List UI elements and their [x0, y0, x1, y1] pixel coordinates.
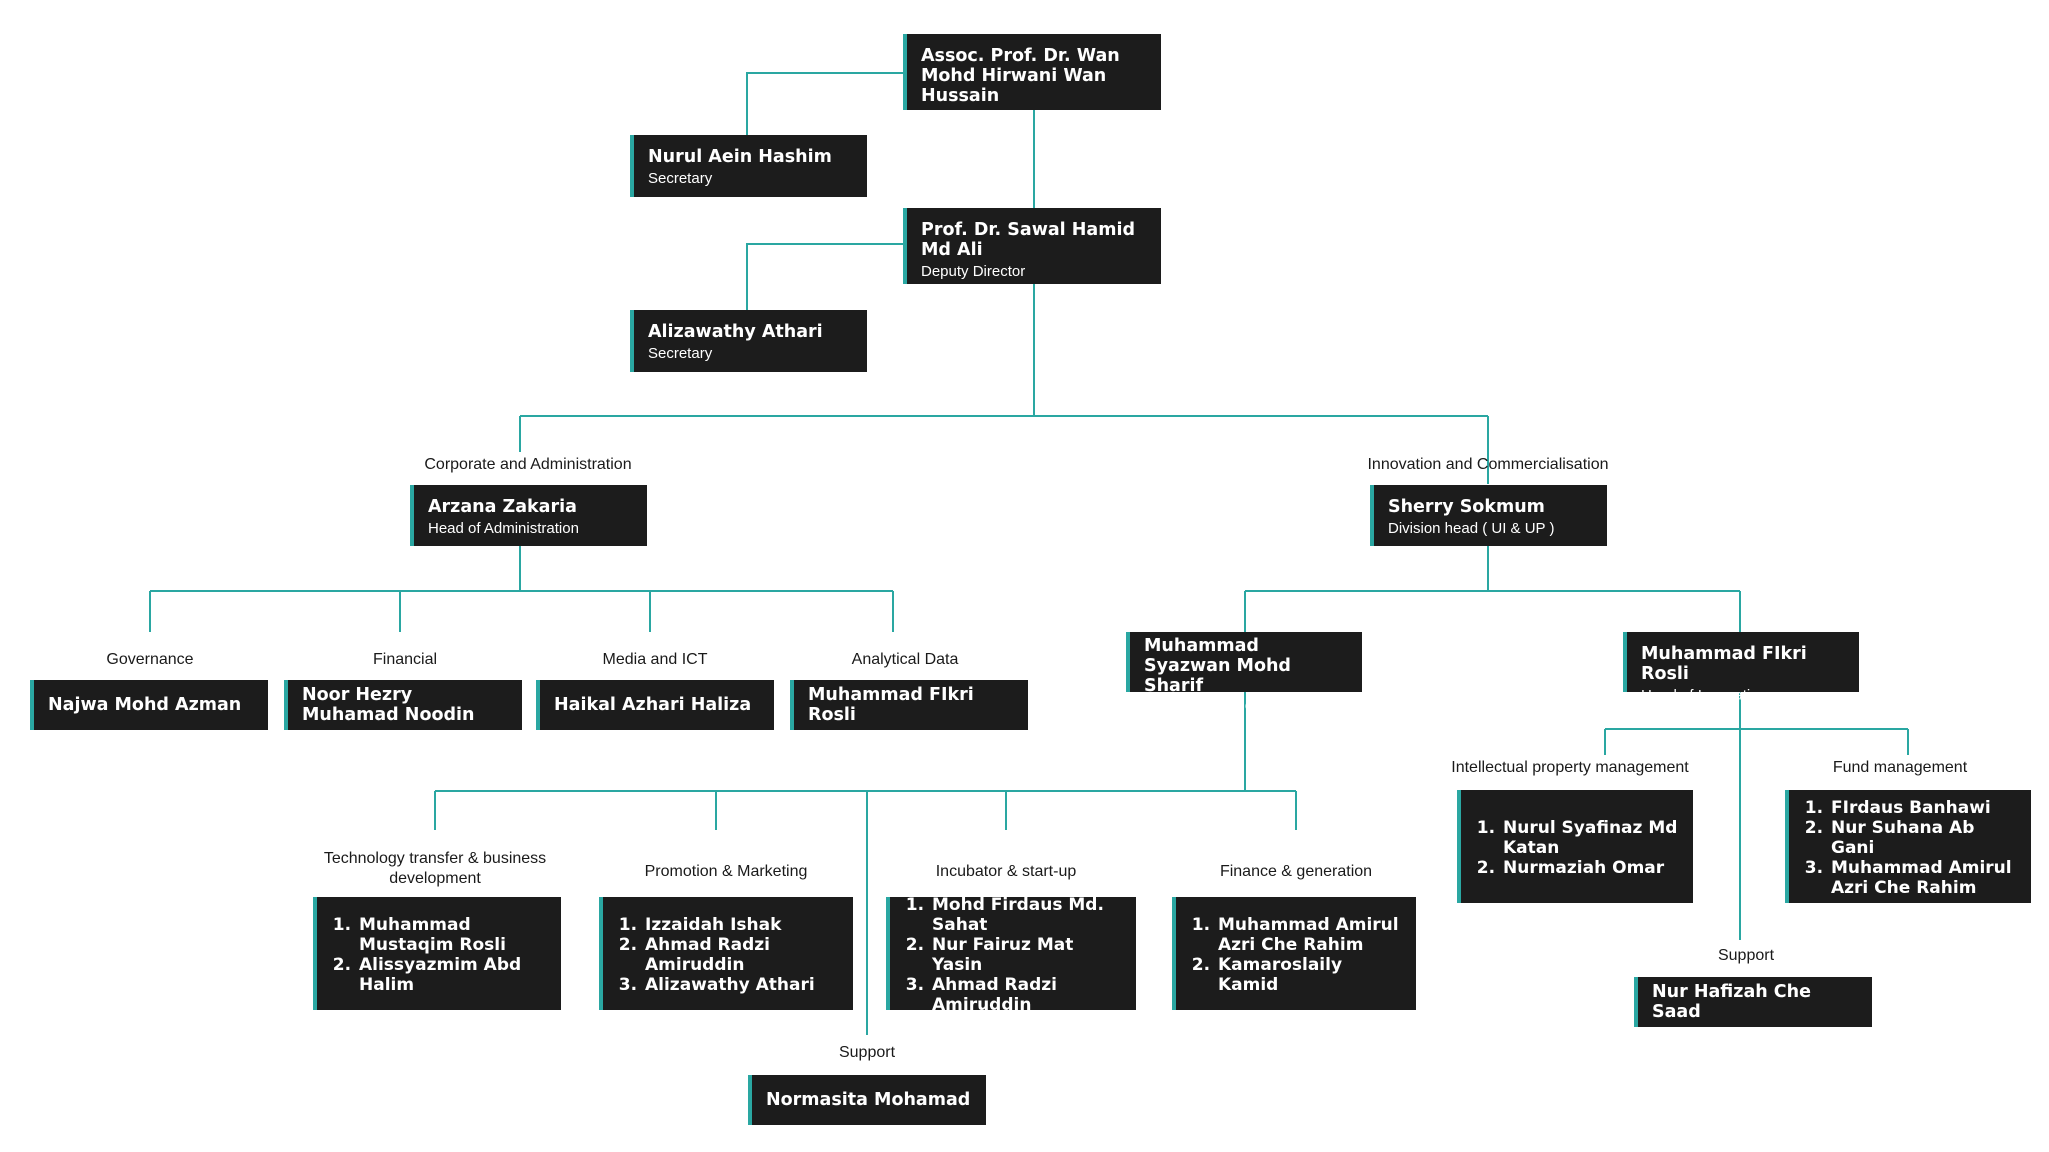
innovation-head-name: Muhammad FIkri Rosli: [1641, 644, 1807, 684]
financial-card: Noor Hezry Muhamad Noodin: [284, 680, 522, 730]
analytical-data-member: Muhammad FIkri Rosli: [808, 685, 974, 725]
director-role: Director: [921, 109, 974, 126]
deputy-director-role: Deputy Director: [921, 263, 1026, 280]
financial-member: Noor Hezry Muhamad Noodin: [302, 685, 475, 725]
innovation-support-card: Nur Hafizah Che Saad: [1634, 977, 1872, 1027]
media-ict-card: Haikal Azhari Haliza: [536, 680, 774, 730]
promotion-label: Promotion & Marketing: [644, 863, 808, 880]
promotion-card: Izzaidah Ishak Ahmad Radzi Amiruddin Ali…: [599, 897, 853, 1010]
media-ict-label: Media and ICT: [602, 651, 708, 668]
connector-innovation-units: [1604, 692, 1909, 940]
member-item: Muhammad Amirul Azri Che Rahim: [1216, 915, 1402, 955]
innovation-head-card: Muhammad FIkri Rosli Head of Innovation: [1623, 632, 1859, 704]
commercialization-head-card: Muhammad Syazwan Mohd Sharif Head of Com…: [1126, 632, 1362, 714]
deputy-secretary-role: Secretary: [648, 345, 713, 362]
innovation-head-role: Head of Innovation: [1641, 687, 1767, 704]
member-item: Mohd Firdaus Md. Sahat: [930, 895, 1122, 935]
admin-head-name: Arzana Zakaria: [428, 497, 577, 517]
commercialization-support-member: Normasita Mohamad: [766, 1090, 971, 1110]
division-head-name: Sherry Sokmum: [1388, 497, 1545, 517]
member-item: Nur Suhana Ab Gani: [1829, 818, 2017, 858]
ip-management-members: Nurul Syafinaz Md Katan Nurmaziah Omar: [1475, 818, 1679, 878]
fund-management-card: FIrdaus Banhawi Nur Suhana Ab Gani Muham…: [1785, 790, 2031, 903]
analytical-data-card: Muhammad FIkri Rosli: [790, 680, 1028, 730]
incubator-members: Mohd Firdaus Md. Sahat Nur Fairuz Mat Ya…: [904, 895, 1122, 1015]
division-head-card: Sherry Sokmum Division head ( UI & UP ): [1370, 485, 1607, 546]
admin-head-card: Arzana Zakaria Head of Administration: [410, 485, 647, 546]
commercialization-head-name: Muhammad Syazwan Mohd Sharif: [1144, 636, 1291, 696]
governance-label: Governance: [106, 651, 194, 668]
commercialization-support-card: Normasita Mohamad: [748, 1075, 986, 1125]
member-item: Ahmad Radzi Amiruddin: [930, 975, 1122, 1015]
innovation-support-member: Nur Hafizah Che Saad: [1652, 982, 1811, 1022]
member-item: Izzaidah Ishak: [643, 915, 839, 935]
innovation-support-label: Support: [1717, 947, 1775, 964]
connector-commercial-units: [434, 692, 1297, 1035]
incubator-card: Mohd Firdaus Md. Sahat Nur Fairuz Mat Ya…: [886, 895, 1136, 1015]
incubator-label: Incubator & start-up: [935, 863, 1077, 880]
member-item: Kamaroslaily Kamid: [1216, 955, 1402, 995]
deputy-director-name: Prof. Dr. Sawal Hamid Md Ali: [921, 220, 1135, 260]
fund-management-label: Fund management: [1832, 759, 1968, 776]
connector-deputy-secretary: [746, 243, 903, 316]
ip-management-label: Intellectual property management: [1451, 759, 1689, 776]
ip-management-card: Nurul Syafinaz Md Katan Nurmaziah Omar: [1457, 790, 1693, 903]
division-head-role: Division head ( UI & UP ): [1388, 520, 1555, 537]
tech-transfer-members: Muhammad Mustaqim Rosli Alissyazmim Abd …: [331, 915, 547, 995]
finance-generation-card: Muhammad Amirul Azri Che Rahim Kamarosla…: [1172, 897, 1416, 1010]
commercialization-head-role: Head of Commercialization: [1144, 697, 1325, 714]
director-card: Assoc. Prof. Dr. Wan Mohd Hirwani Wan Hu…: [903, 34, 1161, 126]
admin-head-role: Head of Administration: [428, 520, 579, 537]
governance-member: Najwa Mohd Azman: [48, 695, 242, 715]
member-item: Muhammad Amirul Azri Che Rahim: [1829, 858, 2017, 898]
connector-ic-heads: [1244, 546, 1741, 632]
member-item: Nur Fairuz Mat Yasin: [930, 935, 1122, 975]
director-secretary-name: Nurul Aein Hashim: [648, 147, 832, 167]
member-item: Alissyazmim Abd Halim: [357, 955, 547, 995]
member-item: Nurmaziah Omar: [1501, 858, 1679, 878]
director-secretary-card: Nurul Aein Hashim Secretary: [630, 135, 867, 197]
commercialization-support-label: Support: [838, 1044, 896, 1061]
corporate-division-label: Corporate and Administration: [424, 456, 632, 473]
tech-transfer-label-text: Technology transfer & business developme…: [323, 850, 547, 887]
financial-label: Financial: [372, 651, 438, 668]
tech-transfer-label: Technology transfer & business developme…: [320, 849, 550, 889]
finance-generation-label: Finance & generation: [1219, 863, 1373, 880]
member-item: Muhammad Mustaqim Rosli: [357, 915, 547, 955]
promotion-members: Izzaidah Ishak Ahmad Radzi Amiruddin Ali…: [617, 915, 839, 995]
member-item: Alizawathy Athari: [643, 975, 839, 995]
member-item: Ahmad Radzi Amiruddin: [643, 935, 839, 975]
deputy-secretary-card: Alizawathy Athari Secretary: [630, 310, 867, 372]
connector-admin-units: [149, 546, 894, 632]
deputy-director-card: Prof. Dr. Sawal Hamid Md Ali Deputy Dire…: [903, 208, 1161, 284]
connector-paths: [149, 72, 1909, 1035]
deputy-secretary-name: Alizawathy Athari: [648, 322, 823, 342]
member-item: Nurul Syafinaz Md Katan: [1501, 818, 1679, 858]
director-secretary-role: Secretary: [648, 170, 713, 187]
innovation-division-label: Innovation and Commercialisation: [1367, 456, 1609, 473]
governance-card: Najwa Mohd Azman: [30, 680, 268, 730]
media-ict-member: Haikal Azhari Haliza: [554, 695, 752, 715]
director-name: Assoc. Prof. Dr. Wan Mohd Hirwani Wan Hu…: [921, 46, 1120, 106]
analytical-data-label: Analytical Data: [851, 651, 959, 668]
tech-transfer-card: Muhammad Mustaqim Rosli Alissyazmim Abd …: [313, 897, 561, 1010]
fund-management-members: FIrdaus Banhawi Nur Suhana Ab Gani Muham…: [1803, 798, 2017, 898]
connector-director-secretary: [746, 72, 903, 143]
connector-deputy-divisions: [519, 284, 1489, 484]
finance-generation-members: Muhammad Amirul Azri Che Rahim Kamarosla…: [1190, 915, 1402, 995]
member-item: FIrdaus Banhawi: [1829, 798, 2017, 818]
